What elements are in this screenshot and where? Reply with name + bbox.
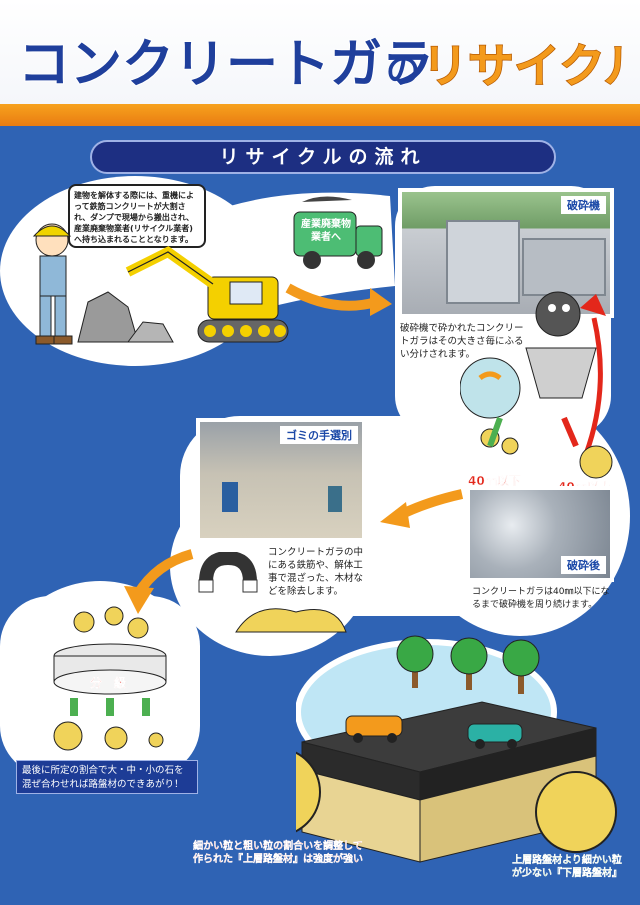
demolition-illustration [32,223,289,345]
under-40mm-label: 40㎜以下 [468,474,521,488]
crusher-caption: 破砕機で砕かれたコンクリートガラはその大きさ毎にふるい分けされます。 [400,323,524,360]
sorting-caption: コンクリートガラの中にある鉄筋や、解体工事で混ざった、木材などを除去します。 [268,547,364,597]
rubble-icon [77,291,174,343]
road-cross-section [296,635,617,863]
lower-base-label: 上層路盤材より細かい粒が少ない『下層路盤材』 [512,855,622,879]
crusher-tag: 破砕機 [561,196,606,214]
after-crush-photo: 破砕後 [466,486,614,582]
header [0,0,640,112]
car-icon [345,715,523,749]
crusher-machine [446,220,520,304]
speech-bubble: 建物を解体する際には、重機によって鉄筋コンクリートが大割され、ダンプで現場から搬… [68,184,206,248]
magnet-illustration [198,552,347,633]
title-part1: コンクリートガラ [18,35,434,95]
arrow-to-screening-icon [124,549,194,614]
upper-base-label: 細かい粒と粗い粒の割合いを調整して作られた『上層路盤材』は強度が強い [193,841,363,865]
crusher-photo: 破砕機 [398,188,614,318]
dump-truck-icon [293,196,383,269]
title-part3: リサイクル [422,39,626,93]
arrow-to-sorting-icon [380,489,464,528]
worker-silhouette [328,486,342,512]
excavator-icon [125,246,289,343]
tree-icon [396,635,540,694]
screening-machine-illustration [460,291,613,479]
worker-icon [32,223,73,345]
crusher-hopper [522,238,606,296]
sorting-tag: ゴミの手選別 [280,426,358,444]
after-crush-tag: 破砕後 [561,556,606,574]
truck-label: 産業廃棄物業者へ [301,219,351,243]
flow-banner-label: リサイクルの流れ [219,146,427,168]
orange-band [0,104,640,126]
sieve-illustration [53,606,167,751]
after-crush-caption: コンクリートガラは40㎜以下になるまで破砕機を周り続けます。 [472,587,610,610]
page-title: コンクリートガラ の リサイクル [14,16,640,102]
sorting-photo: ゴミの手選別 [196,418,366,542]
final-caption: 最後に所定の割合で大・中・小の石を混ぜ合わせれば路盤材のできあがり！ [16,760,198,794]
screening-label: 分 級 [90,676,127,690]
flow-banner: リサイクルの流れ [90,140,556,174]
worker-silhouette [222,482,238,512]
arrow-to-crusher-icon [285,283,392,316]
title-part2: の [386,51,420,91]
